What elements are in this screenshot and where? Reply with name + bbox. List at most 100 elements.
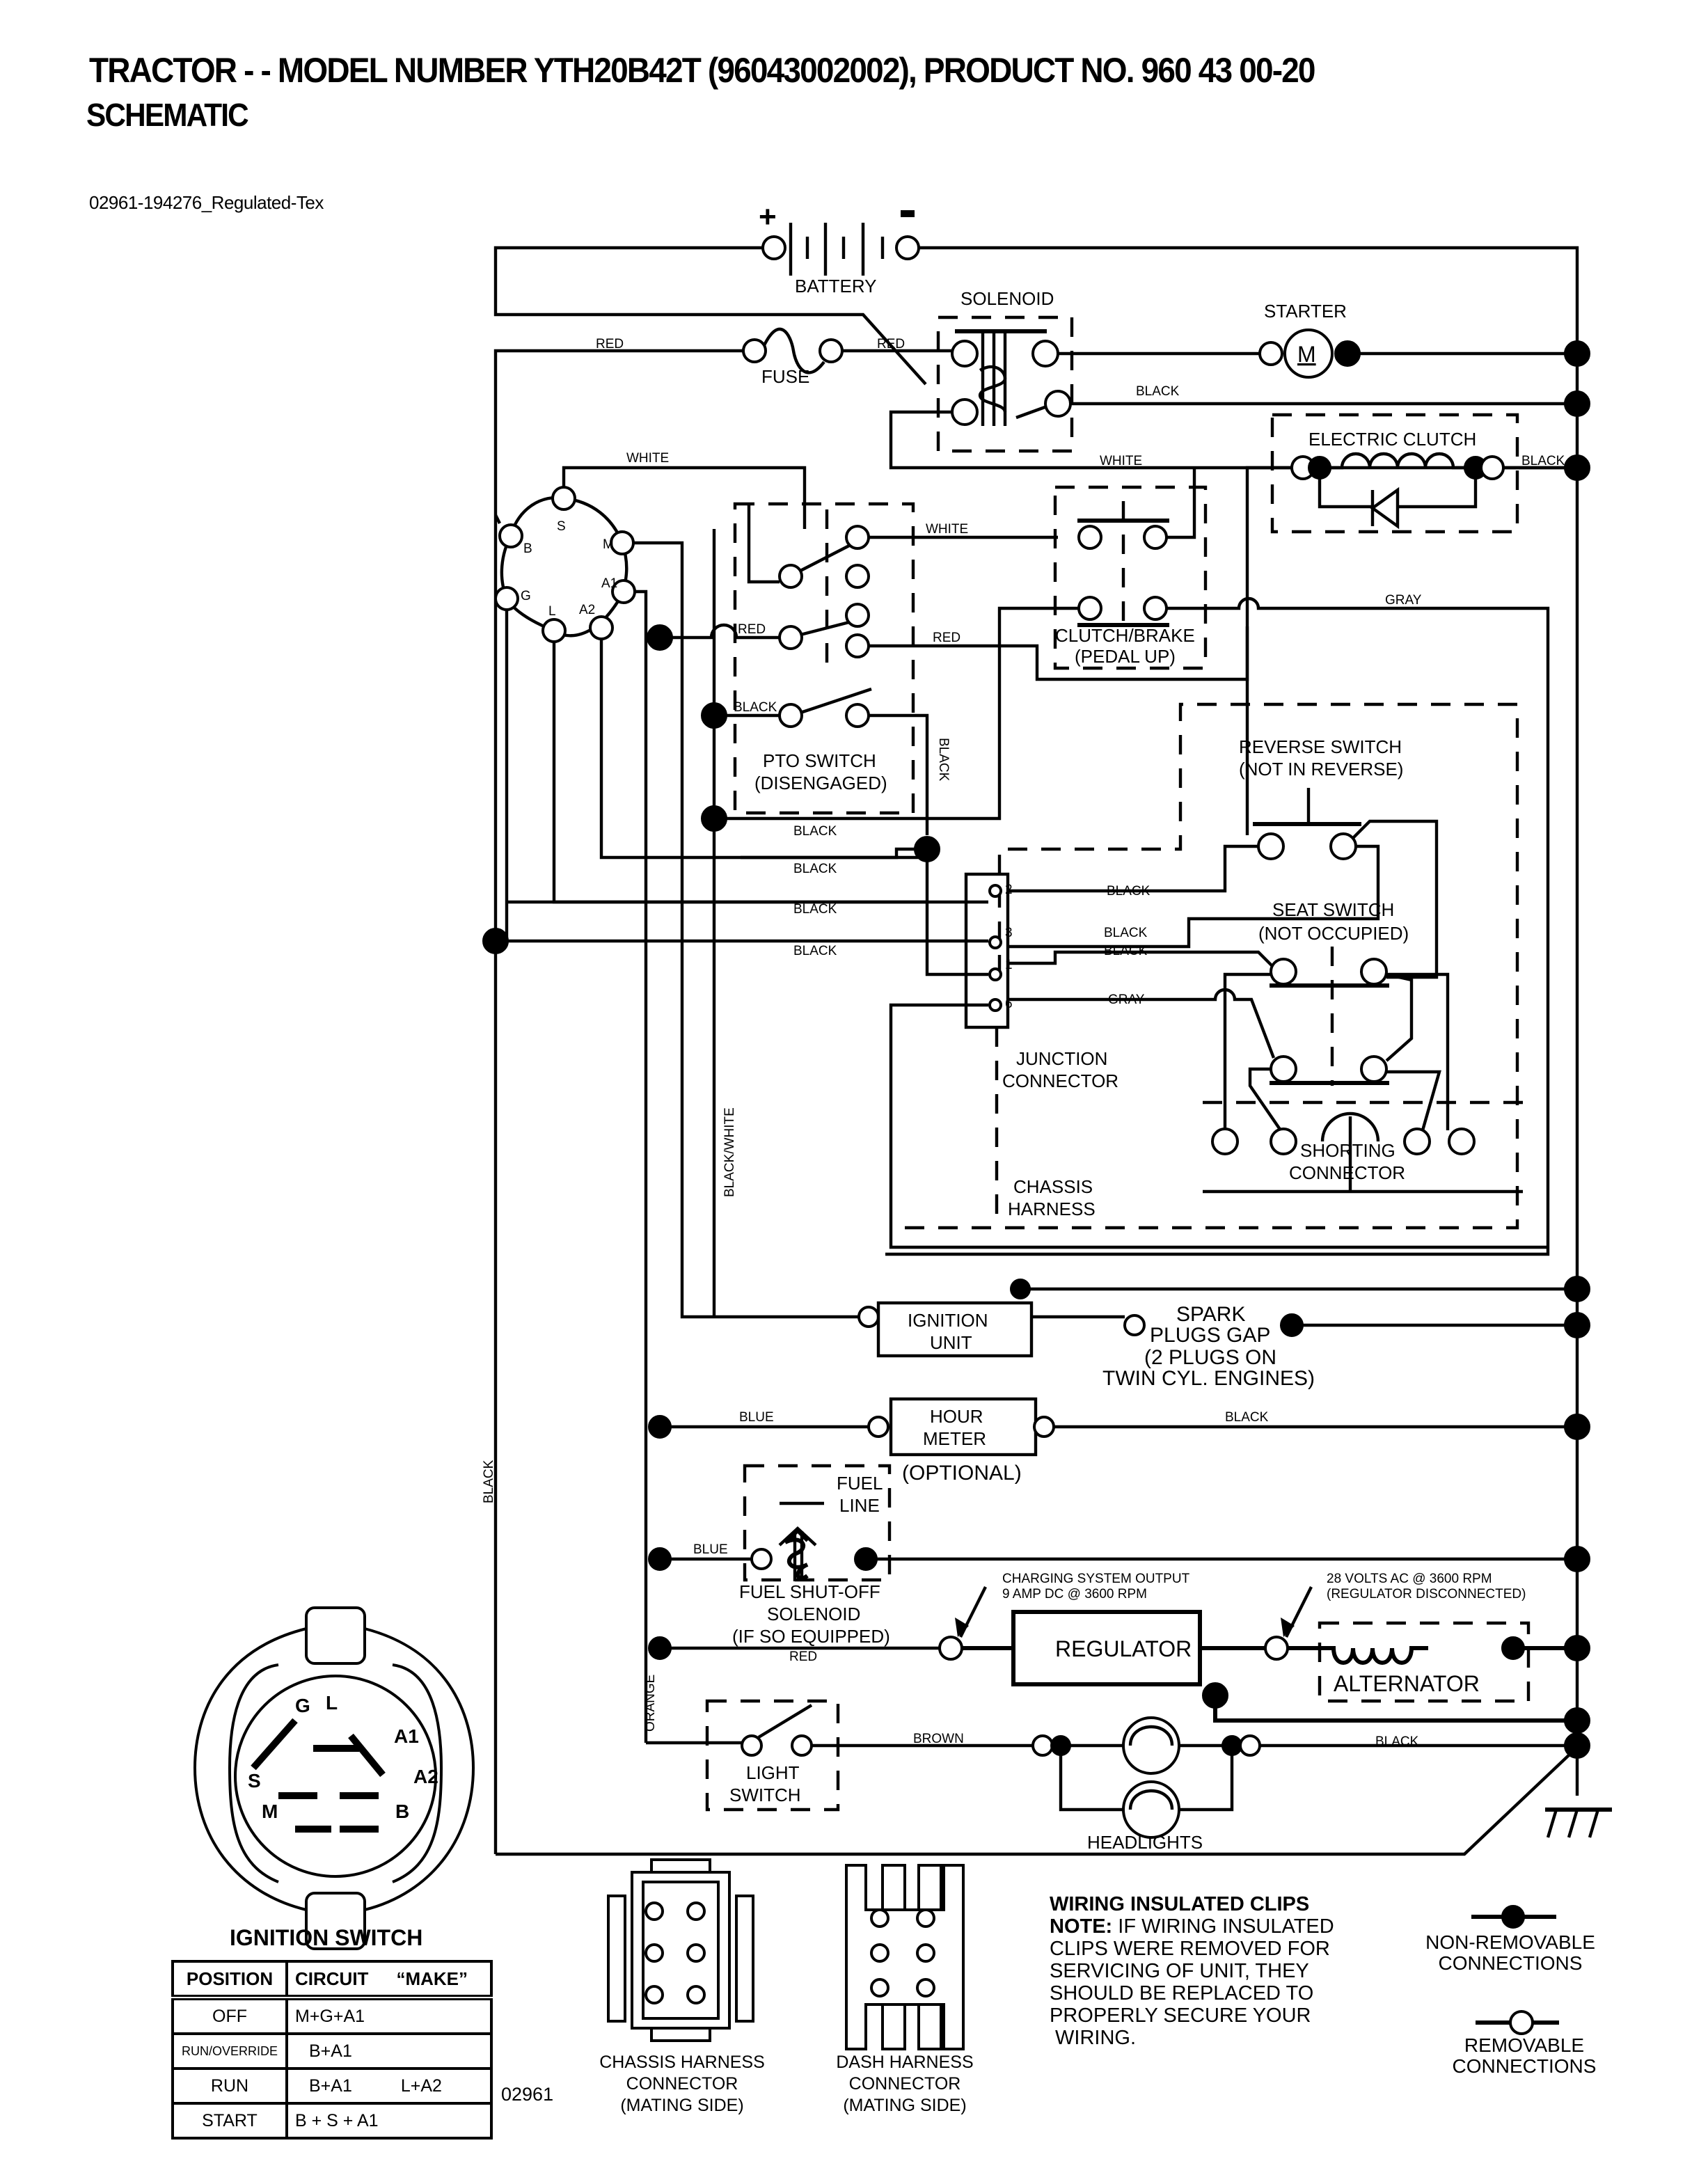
regulator-label: REGULATOR [1055,1636,1192,1661]
fuel-line-label-1: FUEL [837,1473,883,1494]
wire-label-black-clutch: BLACK [1521,454,1565,468]
starter-label: STARTER [1264,301,1347,322]
ac-output-label-2: (REGULATOR DISCONNECTED) [1327,1587,1526,1601]
charging-system: RED CHARGING SYSTEM OUTPUT 9 AMP DC @ 36… [643,1552,1590,1743]
removable-line-1: REMOVABLE [1464,2034,1585,2056]
dash-connector-line-1: DASH HARNESS [836,2053,974,2072]
junction-connector-label-1: JUNCTION [1016,1048,1107,1069]
ign-label-S: S [557,519,566,534]
circuit-value: M+G+A1 [295,2006,365,2026]
pto-switch-label-2: (DISENGAGED) [754,773,887,793]
wire-label-brown: BROWN [913,1732,964,1746]
electric-clutch-label: ELECTRIC CLUTCH [1308,429,1476,450]
position-cell: OFF [171,1996,288,2035]
fuse-label: FUSE [761,366,809,387]
circuit-cell: M+G+A1 [285,1996,493,2035]
spark-label-4: TWIN CYL. ENGINES) [1102,1367,1315,1390]
header-make-text: “MAKE” [396,1968,468,1989]
wire-label-black-pto: BLACK [734,700,777,715]
hour-meter: BLUE BLACK HOUR METER (OPTIONAL) [648,1397,1590,1485]
ign-terminal-G [494,586,519,611]
wire-label-red-pto: RED [738,622,766,637]
dash-connector-line-3: (MATING SIDE) [843,2096,967,2115]
circuit-value: B+A1 [309,2041,352,2061]
circuit-value: B + S + A1 [295,2110,379,2130]
junction-pin-3: 3 [1005,926,1013,940]
wire-label-blue-2: BLUE [693,1542,728,1557]
header-circuit-text: CIRCUIT [295,1968,369,1989]
note-heading: WIRING INSULATED CLIPS [1050,1893,1310,1915]
solenoid-label: SOLENOID [960,288,1054,309]
chassis-connector-line-3: (MATING SIDE) [620,2096,744,2115]
wire-label-black-h1: BLACK [793,824,837,839]
wire-label-black-j3: BLACK [1104,926,1148,940]
removable-legend-label: REMOVABLE CONNECTIONS [1420,2035,1629,2077]
seat-switch-label-1: SEAT SWITCH [1272,899,1394,920]
pto-switch: RED RED WHITE BLACK BLACK PTO SWITCH (DI… [647,502,1058,1317]
chassis-connector-line-2: CONNECTOR [626,2074,738,2094]
hour-meter-optional: (OPTIONAL) [902,1462,1022,1485]
ignition-unit: IGNITION UNIT SPARK PLUGS GAP (2 PLUGS O… [857,1276,1590,1390]
ignition-switch-terminals: WHITE S B M A1 G L A2 [494,451,927,1552]
wire-label-white-2: WHITE [1100,454,1142,468]
circuit-cell: B + S + A1 [285,2102,493,2140]
wire-label-gray-2: GRAY [1108,992,1145,1007]
note-label: NOTE: [1050,1915,1113,1938]
wire-label-red-reg: RED [789,1650,817,1664]
fuel-shutoff-solenoid: BLUE FUEL LINE FUEL SHUT-OFF SOLENOID (I… [648,1464,1590,1647]
shorting-connector-label-1: SHORTING [1300,1140,1395,1161]
reverse-switch-label-2: (NOT IN REVERSE) [1239,759,1403,780]
electric-clutch: ELECTRIC CLUTCH BLACK [1245,413,1590,835]
battery-label: BATTERY [795,276,877,296]
wire-label-white-pto: WHITE [926,522,968,537]
wire-label-blue-1: BLUE [739,1410,774,1425]
junction-pin-1: 1 [1005,958,1013,972]
face-label-S: S [248,1770,261,1792]
junction-pin-6: 6 [1005,997,1013,1011]
fuel-solenoid-label-3: (IF SO EQUIPPED) [732,1626,890,1647]
dash-connector-label: DASH HARNESS CONNECTOR (MATING SIDE) [800,2052,1009,2117]
wire-label-black-h2: BLACK [793,862,837,876]
wire-label-black-lights: BLACK [1375,1734,1419,1749]
spark-label-1: SPARK [1176,1303,1245,1326]
position-cell: START [171,2102,288,2140]
chassis-connector-line-1: CHASSIS HARNESS [599,2053,765,2072]
note-line-2: CLIPS WERE REMOVED FOR [1050,1938,1330,1960]
legend [1471,1905,1559,2035]
position-cell: RUN [171,2067,288,2105]
battery-positive-terminal [761,235,786,260]
chassis-harness-label-2: HARNESS [1008,1199,1096,1219]
chassis-harness-label-1: CHASSIS [1013,1176,1093,1197]
ign-terminal-M [610,530,635,555]
note-line-3: SERVICING OF UNIT, THEY [1050,1960,1309,1982]
note-line-1: IF WIRING INSULATED [1112,1915,1334,1938]
clutch-brake-label-2: (PEDAL UP) [1075,646,1176,667]
charging-output-label-1: CHARGING SYSTEM OUTPUT [1002,1572,1190,1586]
battery-minus-label [901,210,915,217]
ign-terminal-L [541,618,567,643]
pto-switch-label-1: PTO SWITCH [763,750,876,771]
face-label-A1: A1 [394,1725,419,1747]
note-line-5: PROPERLY SECURE YOUR [1050,2004,1311,2027]
ign-terminal-S [551,486,576,511]
ign-terminal-A2 [589,615,614,640]
table-header-circuit: CIRCUIT “MAKE” [285,1960,493,1999]
clutch-brake-label-1: CLUTCH/BRAKE [1055,625,1195,646]
battery: + BATTERY [493,200,1579,1757]
battery-plus-label: + [759,200,777,234]
chassis-harness-connector [607,1858,754,2042]
ac-output-label-1: 28 VOLTS AC @ 3600 RPM [1327,1572,1492,1586]
wire-label-black-pto-vert: BLACK [936,738,951,782]
note-line-6: WIRING. [1050,2027,1137,2049]
ign-label-A2: A2 [579,603,595,617]
chassis-connector-label: CHASSIS HARNESS CONNECTOR (MATING SIDE) [578,2052,786,2117]
wire-label-red-2: RED [877,337,905,351]
wire-label-red-1: RED [596,337,624,351]
reverse-switch-label-1: REVERSE SWITCH [1239,736,1402,757]
wire-label-white-1: WHITE [626,451,669,466]
circuit-value: B+A1 [309,2075,352,2096]
non-removable-legend-label: NON-REMOVABLE CONNECTIONS [1406,1932,1615,1974]
ign-label-B: B [523,541,532,556]
ignition-switch-face [193,1606,475,1950]
